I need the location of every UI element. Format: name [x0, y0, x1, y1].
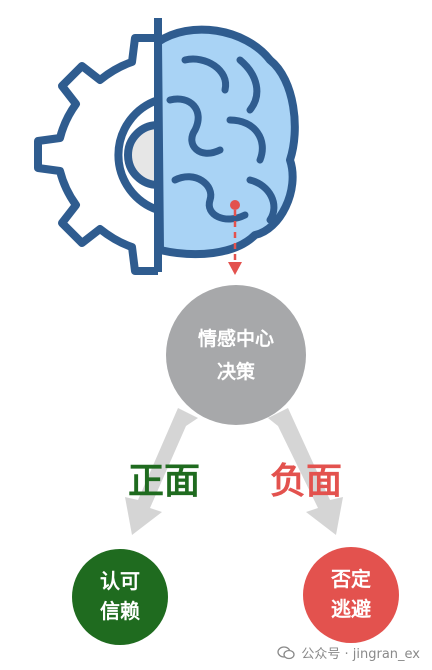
- center-decision-node: [166, 285, 306, 425]
- right-result-line1: 否定: [330, 567, 371, 591]
- gear-brain-icon: [34, 18, 299, 275]
- wechat-icon: [277, 645, 296, 659]
- center-node-line2: 决策: [217, 360, 256, 383]
- right-branch-label: 负面: [270, 461, 342, 502]
- left-result-line1: 认可: [100, 569, 140, 593]
- left-result-node: [72, 549, 168, 645]
- watermark: 公众号 · jingran_ex: [277, 643, 420, 662]
- gear-half-icon: [34, 34, 158, 275]
- right-branch-arrow: [268, 408, 343, 535]
- right-result-node: [303, 547, 399, 643]
- left-branch-label: 正面: [128, 461, 200, 502]
- dotted-arrow: [228, 200, 242, 275]
- watermark-text: 公众号 · jingran_ex: [301, 647, 420, 662]
- left-branch-arrow: [125, 408, 198, 535]
- right-result-line2: 逃避: [331, 597, 371, 621]
- brain-half-icon: [154, 25, 299, 259]
- left-result-line2: 信赖: [100, 599, 140, 623]
- center-node-line1: 情感中心: [198, 327, 274, 350]
